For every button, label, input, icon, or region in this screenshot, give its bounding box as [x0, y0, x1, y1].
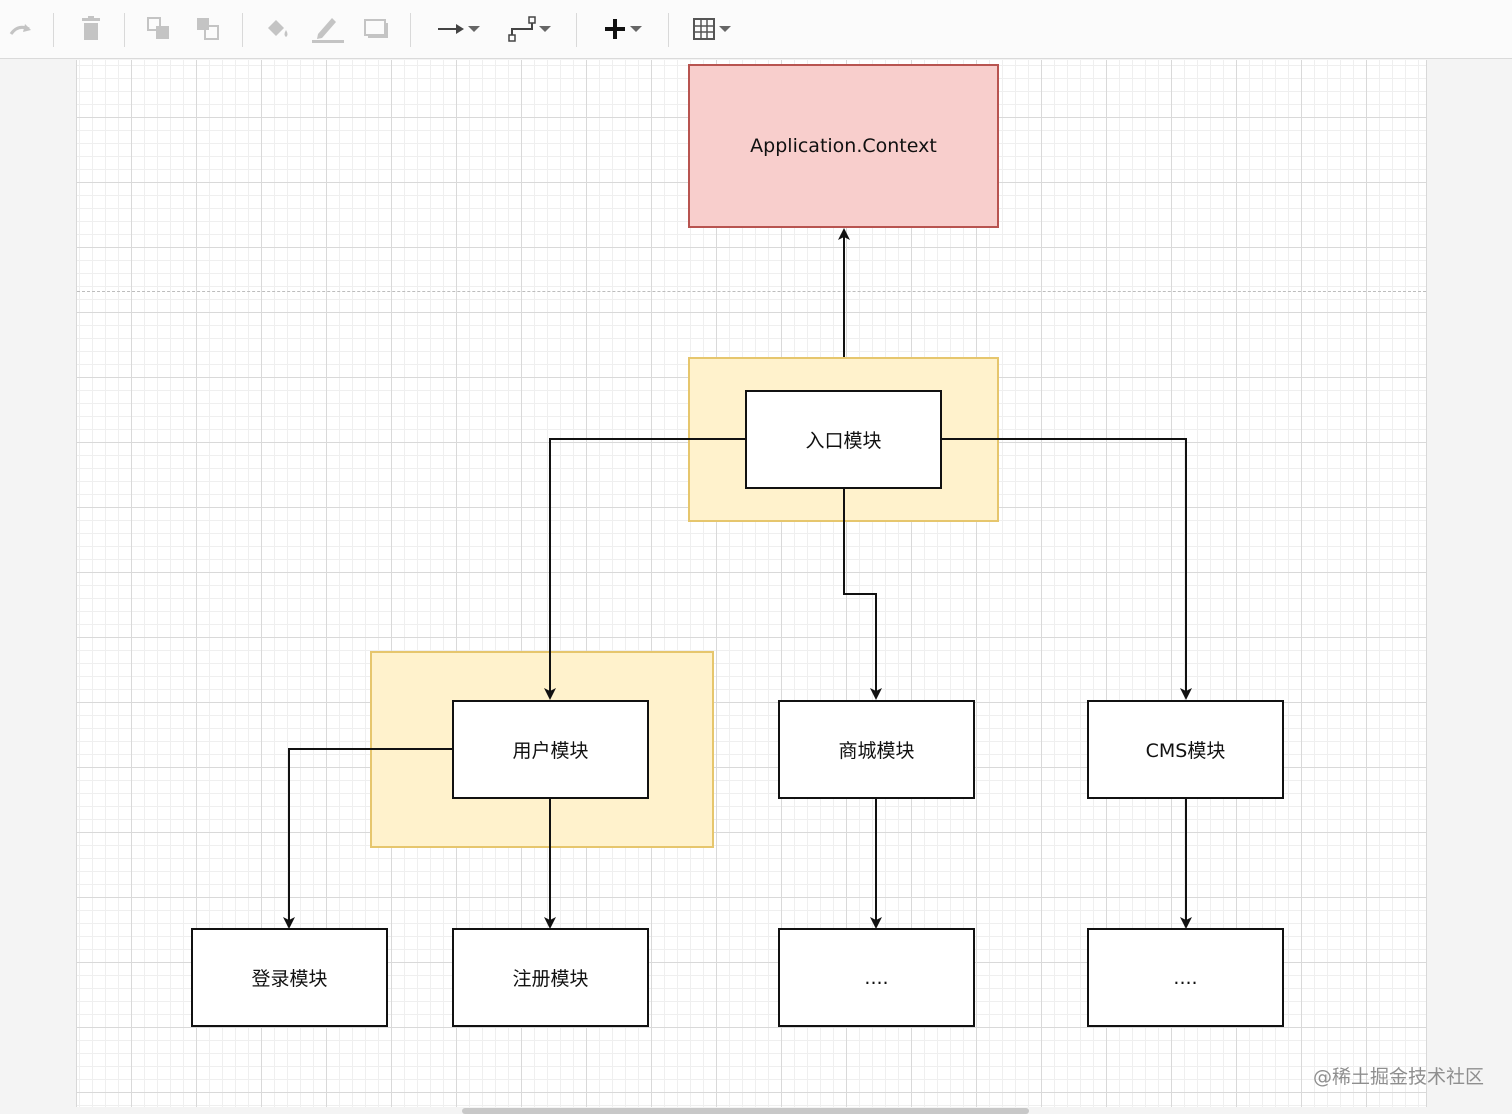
- node-register-module[interactable]: 注册模块: [452, 928, 649, 1027]
- redo-icon: [9, 24, 31, 35]
- connection-style-dropdown[interactable]: [430, 12, 488, 46]
- insert-icon: [605, 19, 625, 39]
- node-label: ....: [864, 966, 889, 989]
- line-color-icon: [312, 18, 344, 43]
- watermark: @稀土掘金技术社区: [1312, 1066, 1484, 1088]
- to-front-icon: [147, 17, 169, 39]
- node-application-context[interactable]: Application.Context: [688, 64, 999, 228]
- node-cms-module[interactable]: CMS模块: [1087, 700, 1284, 799]
- connector-layer: [283, 228, 1192, 929]
- chevron-down-icon: [719, 26, 731, 32]
- toolbar-separator: [124, 13, 125, 47]
- toolbar-separator: [668, 13, 669, 47]
- node-label: CMS模块: [1145, 740, 1226, 762]
- table-dropdown[interactable]: [684, 12, 740, 46]
- chevron-down-icon: [539, 26, 551, 32]
- node-label: 商城模块: [838, 740, 915, 762]
- node-label: 注册模块: [512, 968, 589, 990]
- fill-color-icon: [268, 20, 288, 37]
- node-label: 用户模块: [512, 740, 589, 762]
- to-back-icon: [197, 18, 219, 40]
- redo-button[interactable]: [6, 12, 36, 46]
- shadow-icon: [364, 19, 388, 38]
- edge-entry-to-user[interactable]: [544, 438, 745, 700]
- connection-arrow-icon: [438, 24, 464, 34]
- page-break-line: [77, 291, 1426, 292]
- toolbar-separator: [410, 13, 411, 47]
- node-label: ....: [1173, 966, 1198, 989]
- node-label: 入口模块: [805, 430, 882, 452]
- waypoints-icon: [508, 16, 536, 42]
- node-login-module[interactable]: 登录模块: [191, 928, 388, 1027]
- diagram-canvas[interactable]: Application.Context 入口模块 用户模块 商城模块 CMS模块…: [76, 60, 1427, 1107]
- shadow-button[interactable]: [362, 12, 392, 46]
- fill-color-button[interactable]: [262, 12, 294, 46]
- node-cms-child[interactable]: ....: [1087, 928, 1284, 1027]
- toolbar-separator: [576, 13, 577, 47]
- to-front-button[interactable]: [144, 12, 174, 46]
- node-user-module[interactable]: 用户模块: [452, 700, 649, 799]
- toolbar-separator: [242, 13, 243, 47]
- table-icon: [693, 18, 715, 40]
- line-color-button[interactable]: [310, 12, 346, 46]
- edge-entry-to-mall[interactable]: [843, 488, 882, 700]
- delete-icon: [82, 16, 100, 40]
- toolbar: [0, 0, 1512, 59]
- edge-entry-to-cms[interactable]: [941, 438, 1192, 700]
- to-back-button[interactable]: [193, 12, 223, 46]
- node-mall-module[interactable]: 商城模块: [778, 700, 975, 799]
- insert-dropdown[interactable]: [594, 12, 652, 46]
- waypoints-dropdown[interactable]: [502, 12, 558, 46]
- delete-button[interactable]: [76, 12, 106, 46]
- node-entry-module[interactable]: 入口模块: [745, 390, 942, 489]
- chevron-down-icon: [630, 26, 642, 32]
- edge-user-to-login[interactable]: [283, 748, 452, 929]
- toolbar-separator: [53, 13, 54, 47]
- chevron-down-icon: [468, 26, 480, 32]
- horizontal-scrollbar[interactable]: [462, 1108, 1029, 1114]
- node-label: Application.Context: [750, 135, 937, 157]
- node-mall-child[interactable]: ....: [778, 928, 975, 1027]
- node-label: 登录模块: [251, 968, 328, 990]
